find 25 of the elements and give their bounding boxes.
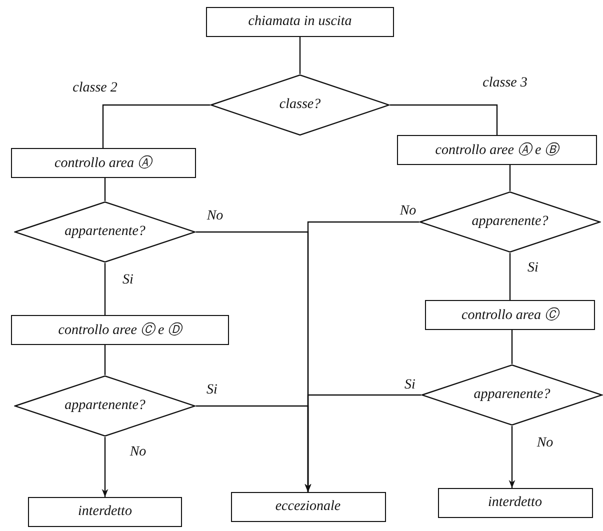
process-box: interdetto <box>438 488 592 518</box>
connector <box>509 253 511 300</box>
connector <box>390 104 498 135</box>
process-box: controllo area Ⓒ <box>425 300 595 330</box>
process-box: eccezionale <box>230 492 386 522</box>
connector <box>102 104 210 148</box>
connector <box>508 426 516 488</box>
process-box: controllo area Ⓐ <box>10 148 196 178</box>
process-box: controllo aree Ⓐ e Ⓑ <box>397 135 597 165</box>
connector <box>509 165 511 191</box>
connector <box>102 437 108 497</box>
process-box: interdetto <box>28 497 182 527</box>
connector <box>104 263 106 315</box>
connector <box>511 330 513 364</box>
decision-diamond: appartenente? <box>14 375 196 437</box>
connector <box>299 37 301 74</box>
decision-diamond: classe? <box>210 74 390 136</box>
decision-diamond: apparenente? <box>419 191 601 253</box>
connector <box>104 345 106 375</box>
connector <box>304 394 421 492</box>
decision-diamond: apparenente? <box>421 364 603 426</box>
decision-diamond: appartenente? <box>14 201 196 263</box>
process-box: controllo aree Ⓒ e Ⓓ <box>11 315 229 345</box>
connector <box>104 178 106 201</box>
process-box: chiamata in uscita <box>206 7 394 37</box>
